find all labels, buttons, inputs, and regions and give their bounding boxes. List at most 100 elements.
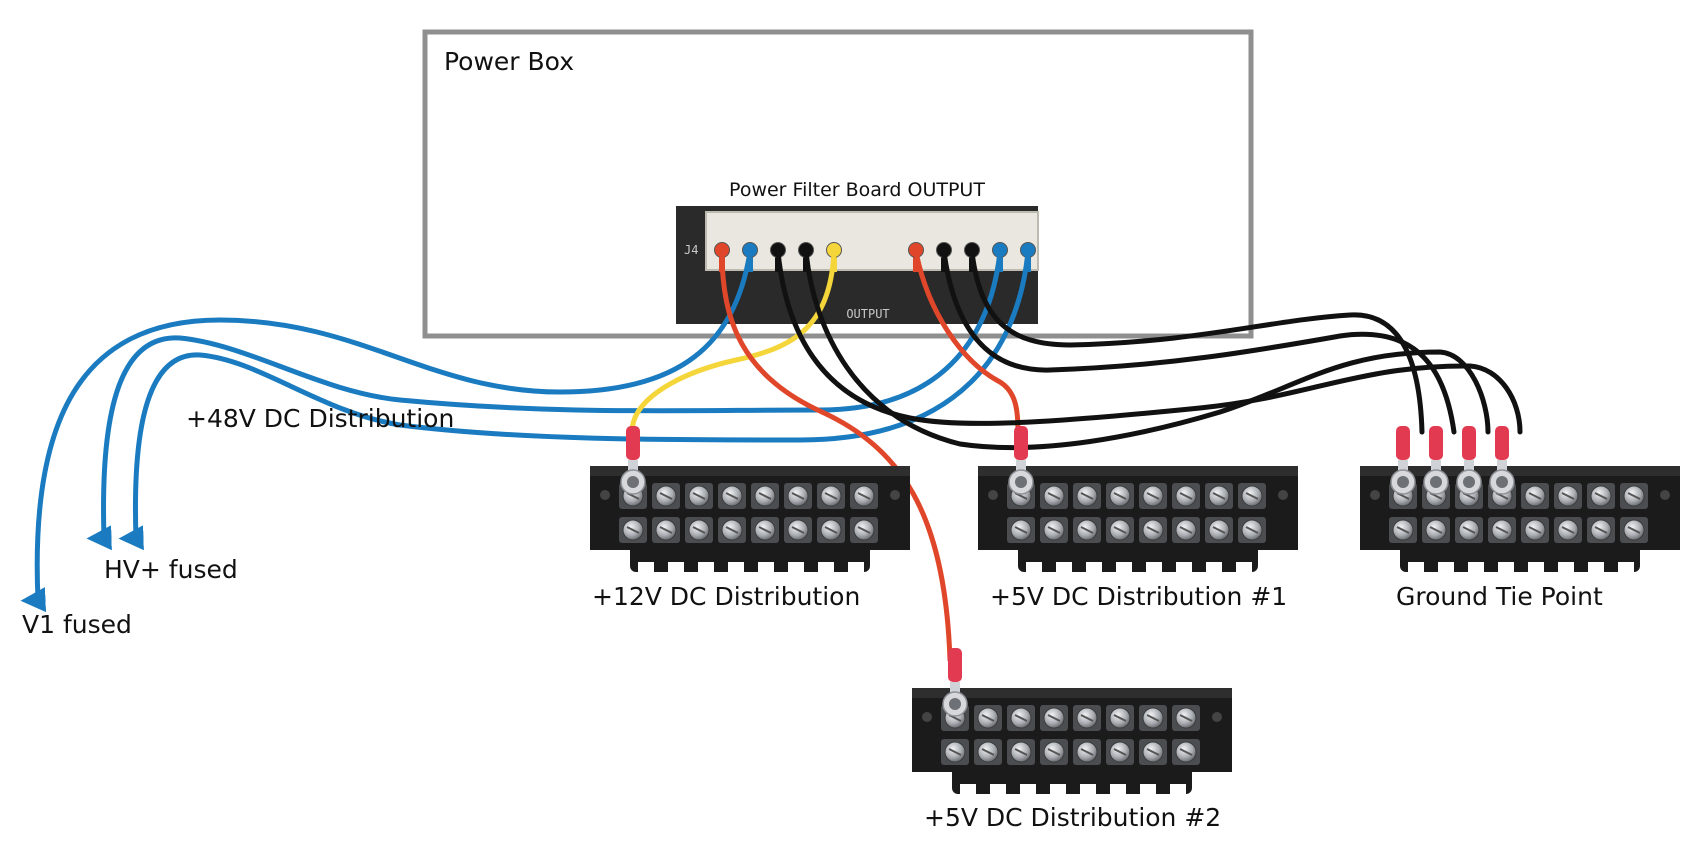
base-slot <box>698 562 714 572</box>
screw-slot <box>1014 714 1028 722</box>
label-v1-fused: V1 fused <box>22 610 132 639</box>
wire-black-gnd1 <box>775 249 1523 435</box>
screw-slot <box>1462 526 1476 534</box>
wire-red-5v2 <box>719 249 953 663</box>
screw-slot <box>659 492 673 500</box>
crimp-sleeve <box>1495 426 1509 460</box>
base-slot <box>990 784 1006 794</box>
base-slot <box>1558 562 1574 572</box>
mount-hole <box>922 712 932 722</box>
screw-slot <box>692 492 706 500</box>
base-slot <box>1116 562 1132 572</box>
base-slot <box>1050 784 1066 794</box>
crimp-sleeve <box>1462 426 1476 460</box>
screw-slot <box>1245 492 1259 500</box>
screw-slot <box>1179 748 1193 756</box>
crimp-ring-screw <box>1496 476 1508 488</box>
screw-slot <box>1047 526 1061 534</box>
crimp-barrel <box>1398 460 1408 472</box>
screw-slot <box>1146 526 1160 534</box>
screw-slot <box>1113 526 1127 534</box>
screw-slot <box>659 526 673 534</box>
screw-slot <box>1594 526 1608 534</box>
base-slot <box>1408 562 1424 572</box>
base-slot <box>1618 562 1634 572</box>
base-slot <box>1528 562 1544 572</box>
screw-slot <box>1561 492 1575 500</box>
label-48v-distribution: +48V DC Distribution <box>186 404 454 433</box>
crimp-sleeve <box>1396 426 1410 460</box>
power-box-title: Power Box <box>444 47 574 76</box>
terminal-lip <box>978 466 1298 476</box>
screw-slot <box>1113 714 1127 722</box>
base-slot <box>1438 562 1454 572</box>
screw-slot <box>1113 492 1127 500</box>
screw-slot <box>981 748 995 756</box>
label-ground-tie-point: Ground Tie Point <box>1396 582 1603 611</box>
screw-slot <box>1014 748 1028 756</box>
crimp-5v-2 <box>942 648 968 717</box>
screw-slot <box>1047 714 1061 722</box>
screw-slot <box>1627 492 1641 500</box>
filter-board-silkscreen: OUTPUT <box>846 307 889 321</box>
screw-slot <box>725 526 739 534</box>
base-slot <box>1110 784 1126 794</box>
label-5v-distribution-2: +5V DC Distribution #2 <box>924 803 1221 832</box>
base-slot <box>1020 784 1036 794</box>
crimp-sleeve <box>626 426 640 460</box>
base-slot <box>818 562 834 572</box>
screw-slot <box>1047 748 1061 756</box>
screw-slot <box>758 492 772 500</box>
screw-slot <box>1146 492 1160 500</box>
base-slot <box>960 784 976 794</box>
screw-slot <box>1429 526 1443 534</box>
screw-slot <box>692 526 706 534</box>
screw-slot <box>1528 492 1542 500</box>
terminal-block-12v <box>590 466 910 572</box>
screw-slot <box>857 492 871 500</box>
crimp-barrel <box>1431 460 1441 472</box>
crimp-sleeve <box>1014 426 1028 460</box>
screw-slot <box>1594 492 1608 500</box>
screw-slot <box>1212 492 1226 500</box>
crimp-barrel <box>628 460 638 472</box>
label-hv-fused: HV+ fused <box>104 555 238 584</box>
crimp-connectors <box>620 426 1515 717</box>
base-slot <box>1086 562 1102 572</box>
wire-black-gnd3 <box>941 249 1457 435</box>
base-slot <box>758 562 774 572</box>
wire-blue-hv1 <box>86 249 1003 551</box>
wire-blue-v1 <box>20 249 753 613</box>
terminal-blocks <box>590 466 1680 794</box>
screw-slot <box>1528 526 1542 534</box>
base-slot <box>1176 562 1192 572</box>
screw-slot <box>725 492 739 500</box>
crimp-sleeve <box>1429 426 1443 460</box>
screw-slot <box>1561 526 1575 534</box>
screw-slot <box>1146 748 1160 756</box>
screw-slot <box>1146 714 1160 722</box>
base-slot <box>1498 562 1514 572</box>
crimp-ring-screw <box>949 698 961 710</box>
crimp-gnd-4 <box>1489 426 1515 495</box>
screw-slot <box>1212 526 1226 534</box>
terminal-lip <box>912 688 1232 698</box>
screw-slot <box>791 492 805 500</box>
wire-harness <box>20 249 1523 663</box>
screw-slot <box>1396 526 1410 534</box>
base-slot <box>1026 562 1042 572</box>
mount-hole <box>1212 712 1222 722</box>
crimp-barrel <box>1497 460 1507 472</box>
screw-slot <box>626 526 640 534</box>
screw-slot <box>824 492 838 500</box>
crimp-barrel <box>1016 460 1026 472</box>
mount-hole <box>890 490 900 500</box>
crimp-ring-screw <box>627 476 639 488</box>
screw-slot <box>1179 526 1193 534</box>
wire-yellow-12v <box>629 249 837 435</box>
terminal-block-5v-1 <box>978 466 1298 572</box>
base-slot <box>638 562 654 572</box>
label-5v-distribution-1: +5V DC Distribution #1 <box>990 582 1287 611</box>
screw-slot <box>1014 526 1028 534</box>
